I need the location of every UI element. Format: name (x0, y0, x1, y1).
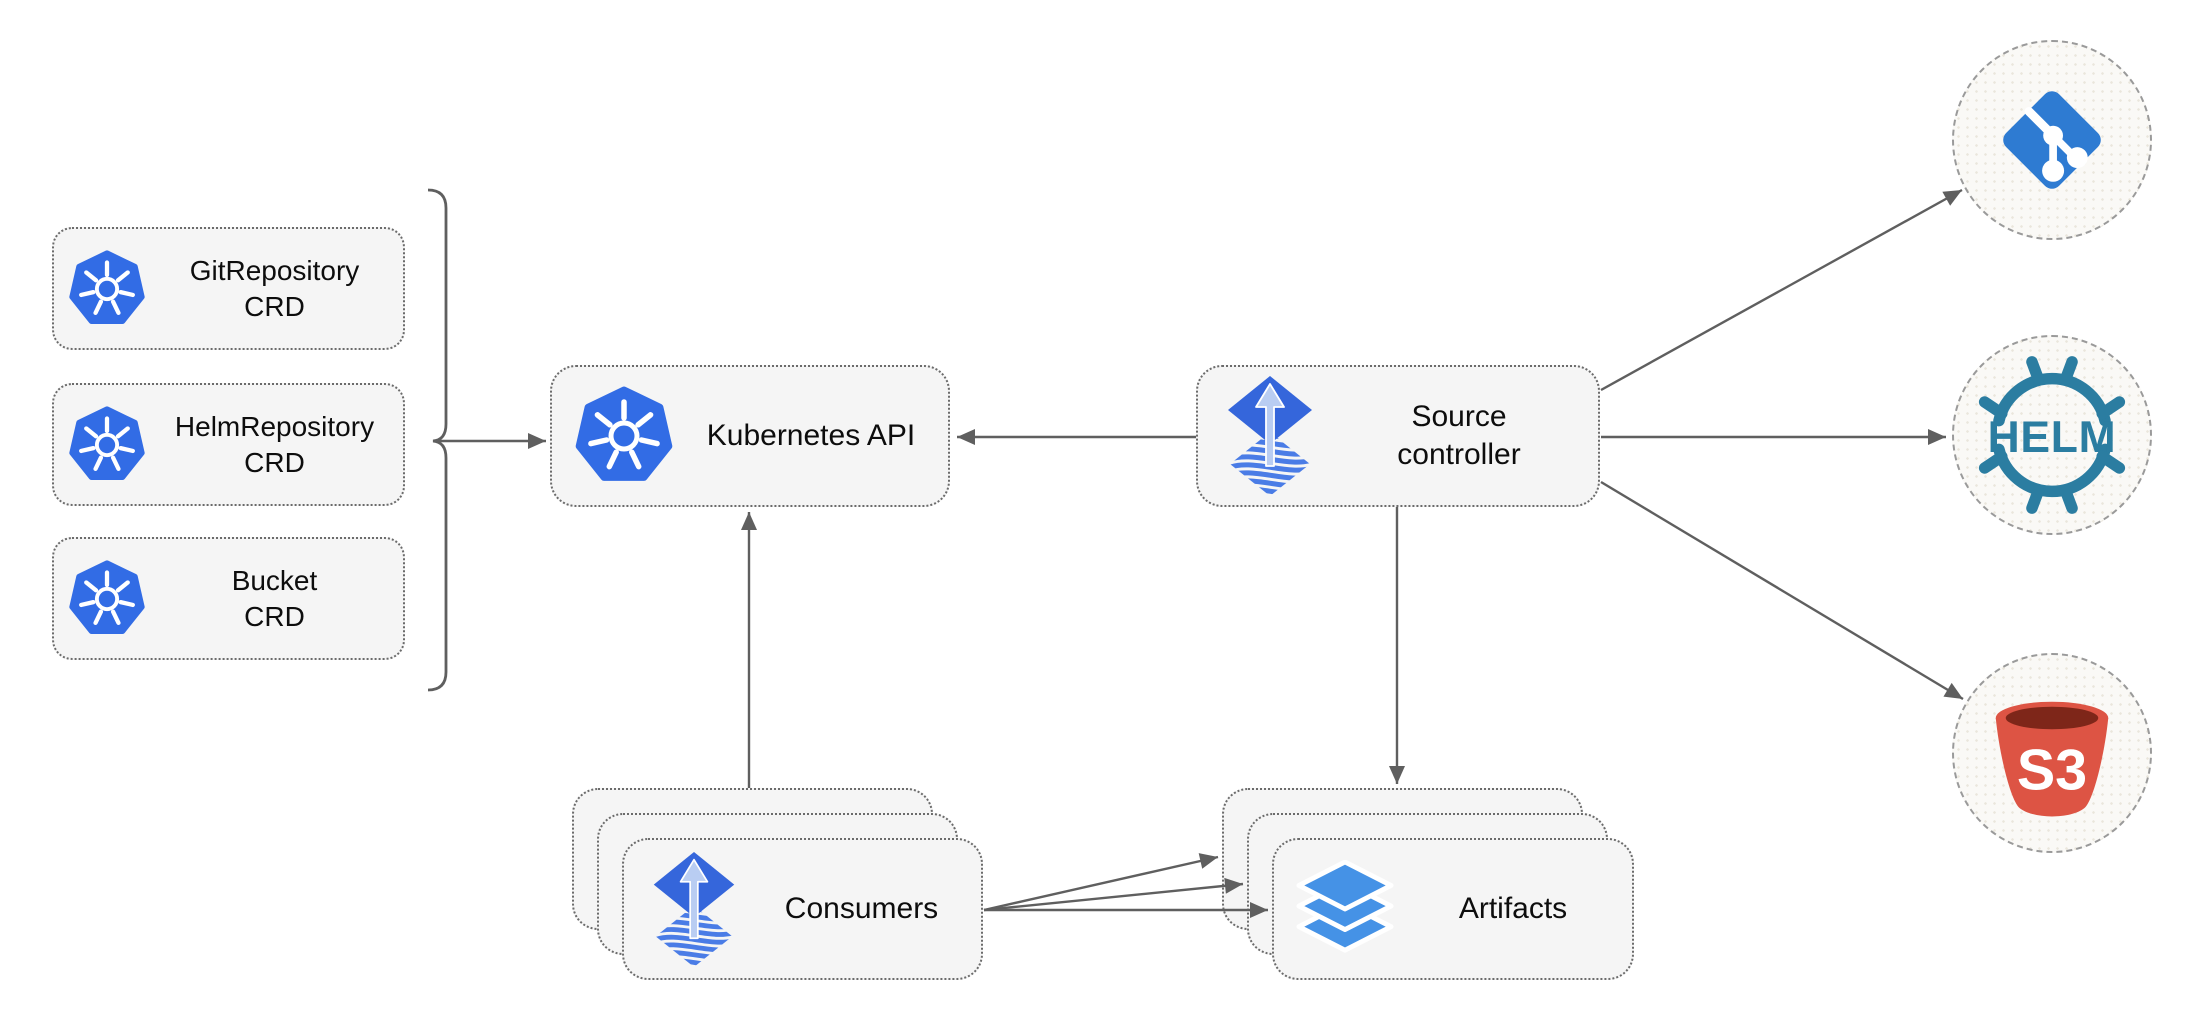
node-label-line2: CRD (244, 290, 305, 322)
s3-bucket-icon: S3 (1995, 701, 2109, 817)
node-label-line1: Source (1411, 399, 1507, 433)
node-git-source (1952, 40, 2152, 240)
kubernetes-icon (68, 560, 146, 638)
node-consumers: Consumers (622, 838, 983, 980)
node-label-line1: HelmRepository (174, 410, 375, 442)
node-label-line2: CRD (244, 446, 305, 478)
node-label: Kubernetes API (706, 418, 916, 452)
helm-icon: HELM (1978, 356, 2126, 514)
node-label-line1: GitRepository (189, 254, 360, 286)
kubernetes-icon (574, 386, 674, 486)
node-kubernetes-api: Kubernetes API (550, 365, 950, 507)
node-label: HelmRepository CRD (146, 409, 403, 481)
node-label-line2: controller (1397, 438, 1521, 471)
arrow-source-controller-to-git (1600, 188, 1963, 392)
node-artifacts: Artifacts (1272, 838, 1634, 980)
kubernetes-icon (68, 406, 146, 484)
node-source-controller: Source controller (1196, 365, 1600, 507)
node-label: Consumers (784, 891, 939, 925)
layers-icon (1296, 860, 1394, 958)
node-label: Artifacts (1458, 891, 1568, 925)
arrow-consumers-to-artifacts-back (983, 853, 1219, 912)
node-label-line1: Bucket (231, 564, 318, 596)
flux-icon (1220, 376, 1320, 496)
node-helmrepository-crd: HelmRepository CRD (52, 383, 405, 506)
node-helm-source: HELM (1952, 335, 2152, 535)
kubernetes-icon (68, 250, 146, 328)
node-s3-source: S3 (1952, 653, 2152, 853)
arrow-source-controller-to-s3 (1600, 480, 1964, 701)
git-icon (1997, 85, 2107, 195)
arrow-consumers-to-artifacts-middle (983, 877, 1244, 912)
helm-logo-text: HELM (1988, 413, 2117, 462)
node-label: GitRepository CRD (146, 253, 403, 325)
flux-icon (646, 852, 742, 967)
s3-logo-text: S3 (2017, 738, 2087, 802)
crd-group-bracket (427, 188, 448, 692)
node-label-line2: CRD (244, 600, 305, 632)
node-bucket-crd: Bucket CRD (52, 537, 405, 660)
node-gitrepository-crd: GitRepository CRD (52, 227, 405, 350)
node-label: Source controller (1320, 398, 1598, 475)
node-label: Bucket CRD (146, 563, 403, 635)
